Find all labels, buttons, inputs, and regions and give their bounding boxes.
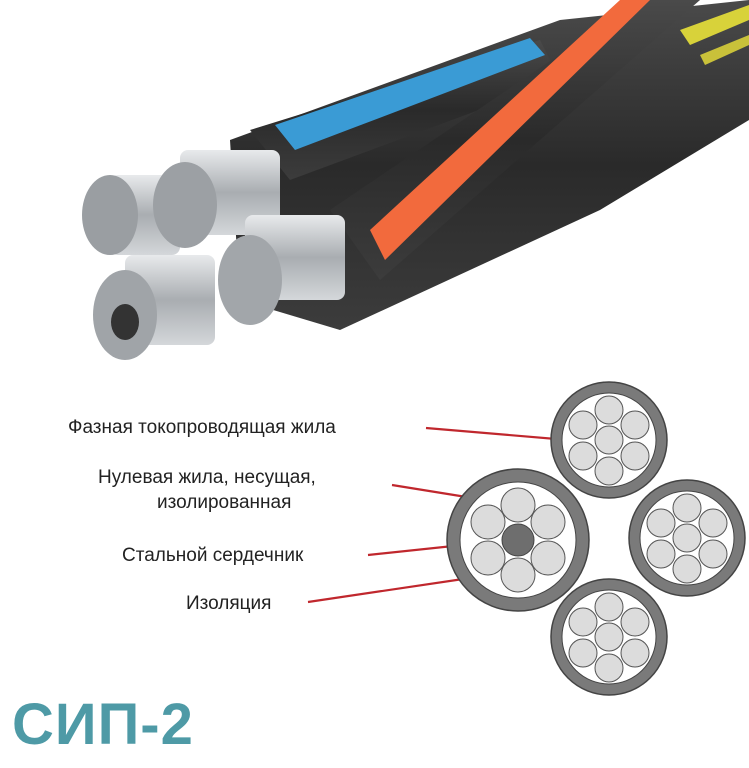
steel-core-end: [111, 304, 139, 340]
label-steel-core: Стальной сердечник: [122, 545, 304, 566]
label-phase-conductor: Фазная токопроводящая жила: [68, 417, 336, 438]
blue-stripe: [275, 38, 545, 150]
phase-conductor-bottom: [550, 578, 668, 696]
neutral-conductor: [446, 468, 590, 612]
conductor-ends: [82, 150, 345, 360]
orange-stripe: [370, 0, 650, 260]
phase-conductor-top: [550, 381, 668, 499]
cable-illustration: [82, 0, 749, 360]
label-insulation: Изоляция: [186, 593, 272, 614]
page-title: СИП-2: [12, 692, 194, 757]
yellow-strand: [700, 35, 749, 65]
yellow-strand: [680, 5, 749, 45]
label-neutral-line1: Нулевая жила, несущая,: [98, 467, 316, 488]
steel-core: [501, 523, 535, 557]
label-neutral-line2: изолированная: [157, 492, 292, 513]
phase-conductor-right: [628, 479, 746, 597]
